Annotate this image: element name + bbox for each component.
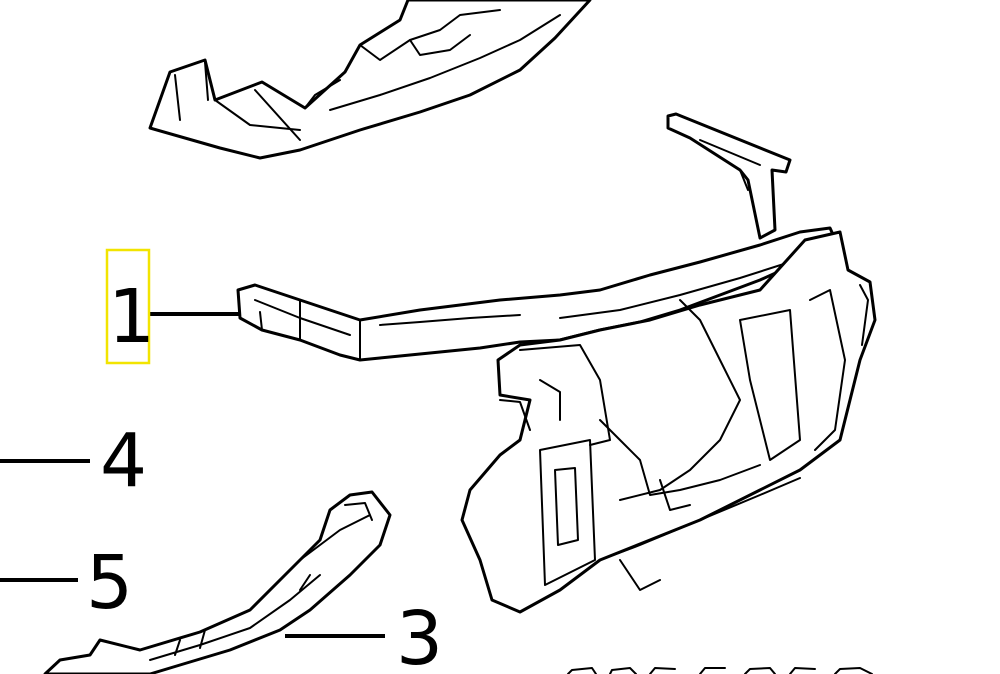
callout-3: 3 — [396, 596, 443, 674]
radiator-support-frame — [236, 112, 877, 614]
callout-1: 1 — [108, 274, 155, 360]
callout-5: 5 — [86, 540, 133, 626]
top-part — [148, 0, 592, 160]
callout-4: 4 — [100, 418, 147, 504]
reference-number-cutoff — [567, 667, 873, 674]
lower-bracket — [43, 490, 392, 674]
callout-1-highlight — [105, 248, 151, 365]
